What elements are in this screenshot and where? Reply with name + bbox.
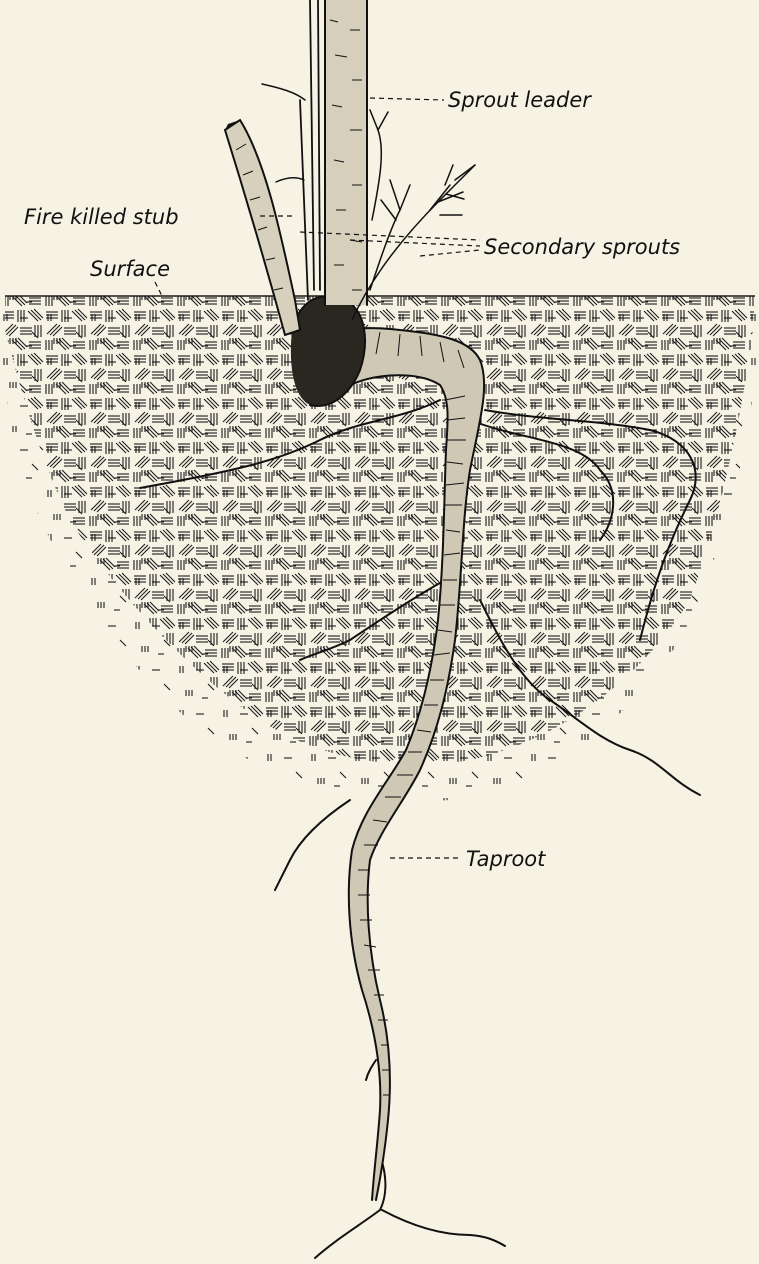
label-surface: Surface	[90, 257, 170, 281]
label-sprout-leader: Sprout leader	[448, 88, 592, 112]
secondary-sprouts	[352, 110, 475, 320]
label-taproot: Taproot	[466, 847, 546, 871]
label-secondary-sprouts: Secondary sprouts	[484, 235, 680, 259]
label-fire-killed-stub: Fire killed stub	[24, 205, 179, 229]
